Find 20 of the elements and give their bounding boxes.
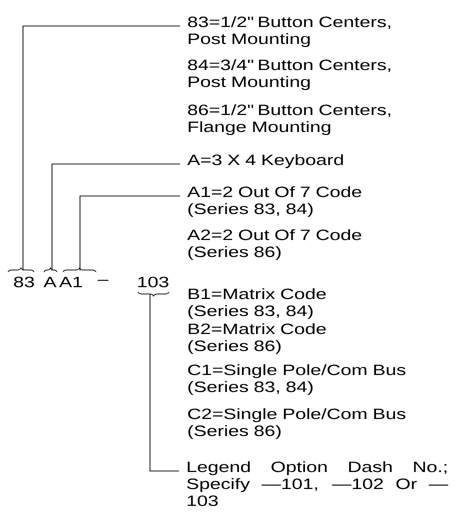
option-description: 84=3/4" Button Centers, Post Mounting xyxy=(188,59,390,90)
dash-separator: – xyxy=(98,280,108,281)
option-description: A=3 X 4 Keyboard xyxy=(187,154,343,168)
option-description: C1=Single Pole/Com Bus (Series 83, 84) xyxy=(188,364,406,396)
leader-line xyxy=(80,196,180,272)
leader-line xyxy=(52,164,180,272)
option-description: 83=1/2" Button Centers, Post Mounting xyxy=(188,16,390,48)
option-description: C2=Single Pole/Com Bus (Series 86) xyxy=(188,408,406,440)
option-description: B2=Matrix Code (Series 86) xyxy=(188,323,326,354)
part-number-code: A xyxy=(44,276,56,288)
leader-line xyxy=(22,26,180,271)
part-number-code: 83 xyxy=(14,276,34,288)
option-description: B1=Matrix Code (Series 83, 84) xyxy=(188,288,326,320)
option-description: A1=2 Out Of 7 Code (Series 83, 84) xyxy=(187,186,362,218)
option-description: Legend Option Dash No.; Specify —101, —102 Or —103 xyxy=(187,461,448,506)
option-description: 86=1/2" Button Centers, Flange Mounting xyxy=(188,104,390,136)
part-number-code: 103 xyxy=(138,276,168,288)
option-description: A2=2 Out Of 7 Code (Series 86) xyxy=(187,229,362,260)
part-number-code: A1 xyxy=(59,276,82,288)
leader-line xyxy=(150,294,180,472)
